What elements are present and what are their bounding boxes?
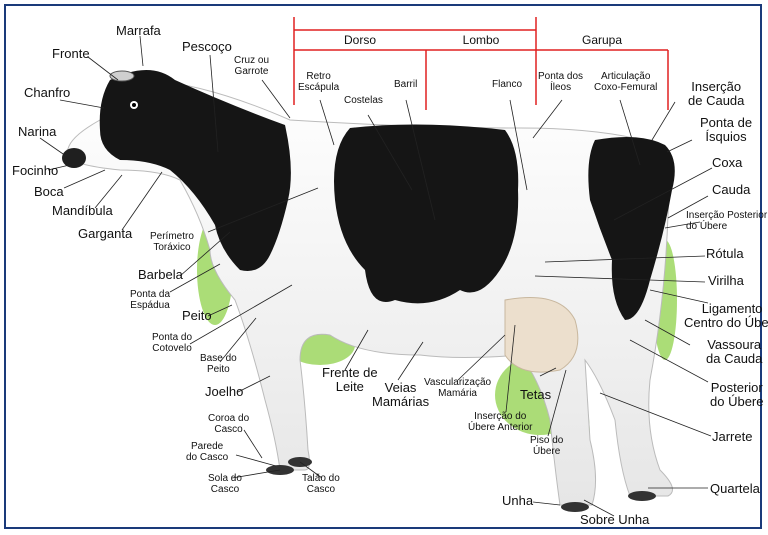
- label-sobre-unha: Sobre Unha: [580, 513, 649, 527]
- label-focinho: Focinho: [12, 164, 58, 178]
- section-dorso: Dorso: [294, 33, 426, 47]
- label-tetas: Tetas: [520, 388, 551, 402]
- label-marrafa: Marrafa: [116, 24, 161, 38]
- label-rotula: Rótula: [706, 247, 744, 261]
- label-jarrete: Jarrete: [712, 430, 752, 444]
- label-barril: Barril: [394, 80, 417, 91]
- label-virilha: Virilha: [708, 274, 744, 288]
- label-boca: Boca: [34, 185, 64, 199]
- label-flanco: Flanco: [492, 80, 522, 91]
- label-chanfro: Chanfro: [24, 86, 70, 100]
- label-narina: Narina: [18, 125, 56, 139]
- label-mandibula: Mandíbula: [52, 204, 113, 218]
- label-garganta: Garganta: [78, 227, 132, 241]
- label-fronte: Fronte: [52, 47, 90, 61]
- label-peito: Peito: [182, 309, 212, 323]
- label-barbela: Barbela: [138, 268, 183, 282]
- label-coxa: Coxa: [712, 156, 742, 170]
- section-garupa: Garupa: [536, 33, 668, 47]
- label-pescoco: Pescoço: [182, 40, 232, 54]
- label-joelho: Joelho: [205, 385, 243, 399]
- label-cauda: Cauda: [712, 183, 750, 197]
- label-costelas: Costelas: [344, 96, 383, 107]
- udder: [505, 298, 578, 373]
- label-unha: Unha: [502, 494, 533, 508]
- label-quartela: Quartela: [710, 482, 760, 496]
- section-lombo: Lombo: [426, 33, 536, 47]
